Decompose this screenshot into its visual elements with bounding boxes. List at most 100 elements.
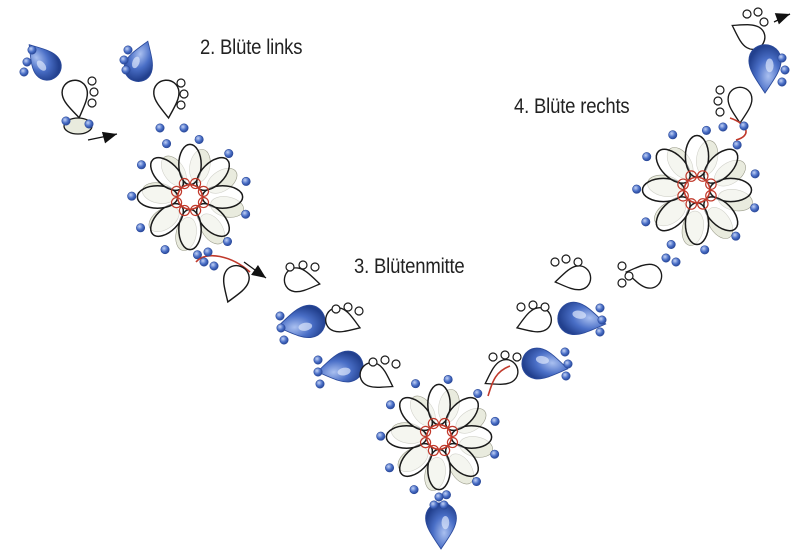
seed-bead [624, 271, 634, 281]
seed-bead [343, 302, 353, 312]
seed-bead [89, 87, 99, 97]
seed-bead [179, 89, 189, 99]
petal-bead [359, 361, 394, 388]
bead [276, 323, 286, 333]
center-bead [178, 177, 191, 190]
seed-bead [500, 350, 510, 360]
arrow-head [101, 131, 117, 144]
bead [429, 500, 439, 510]
flower-left [127, 134, 251, 260]
bead [777, 77, 787, 87]
bead [123, 45, 133, 55]
bead [490, 416, 500, 426]
drop-bead [276, 304, 326, 339]
bead [731, 231, 741, 241]
bead [127, 191, 137, 201]
flower-center [376, 374, 500, 500]
bead [732, 140, 742, 150]
petal-bead [731, 24, 766, 51]
center-bead [438, 444, 451, 457]
drop-bead [316, 350, 364, 383]
bead [203, 247, 213, 257]
bead [84, 119, 94, 129]
seed-bead [516, 302, 526, 312]
bead [434, 492, 444, 502]
bead [701, 125, 711, 135]
bead [179, 123, 189, 133]
drop-bead [521, 347, 569, 380]
bead [61, 116, 71, 126]
petal-bead [554, 265, 592, 291]
center-bead [438, 417, 451, 430]
bead [700, 245, 710, 255]
seed-bead [298, 260, 308, 270]
bead [385, 400, 395, 410]
center-bead [677, 178, 689, 191]
bead [439, 500, 449, 510]
red-thread [487, 365, 511, 397]
bead [472, 477, 482, 487]
bead [199, 257, 209, 267]
bead [490, 449, 500, 459]
seed-bead [528, 300, 538, 310]
bead [642, 152, 652, 162]
bead [641, 217, 651, 227]
bead [595, 303, 605, 313]
center-bead [419, 425, 432, 438]
petal-bead [283, 267, 321, 293]
petal-bead [61, 79, 89, 120]
arrow-head [251, 265, 266, 278]
center-bead [427, 444, 440, 457]
bead [661, 253, 671, 263]
bead [121, 65, 131, 75]
seed-bead [617, 278, 627, 288]
bead [27, 45, 37, 55]
seed-bead [759, 17, 769, 27]
petal-bead [625, 263, 663, 289]
center-thread [176, 183, 204, 211]
bead [385, 463, 395, 473]
bead [739, 121, 749, 131]
drop-bead [748, 44, 782, 94]
center-bead [705, 189, 717, 202]
bead [441, 490, 451, 500]
bead [224, 149, 234, 159]
bead [563, 359, 573, 369]
bead [315, 379, 325, 389]
center-bead [170, 185, 183, 198]
seed-bead [488, 352, 498, 362]
bead [668, 130, 678, 140]
bead [411, 379, 421, 389]
label-center-flower: 3. Blütenmitte [354, 255, 465, 278]
seed-bead [354, 306, 364, 316]
center-bead [419, 436, 432, 449]
seed-bead [512, 352, 522, 362]
drop-bead [425, 502, 457, 550]
bead [162, 139, 172, 149]
bead [780, 65, 790, 75]
seed-bead [368, 357, 378, 367]
arrow-head [774, 13, 790, 25]
center-bead [189, 204, 202, 217]
bead [313, 367, 323, 377]
bead [136, 160, 146, 170]
seed-bead [331, 304, 341, 314]
seed-bead [176, 78, 186, 88]
bead [160, 245, 170, 255]
seed-bead [573, 257, 583, 267]
bead [241, 209, 251, 219]
bead [119, 55, 129, 65]
petal-bead [153, 79, 180, 120]
seed-bead [285, 262, 295, 272]
seed-bead [540, 302, 550, 312]
center-bead [696, 170, 709, 182]
bead [750, 169, 760, 179]
seed-bead [715, 107, 725, 117]
label-left-flower: 2. Blüte links [200, 36, 303, 59]
seed-bead [742, 9, 752, 19]
seed-bead [87, 76, 97, 86]
bead [22, 57, 32, 67]
bead [241, 176, 251, 186]
bead [671, 257, 681, 267]
center-bead [685, 170, 698, 182]
